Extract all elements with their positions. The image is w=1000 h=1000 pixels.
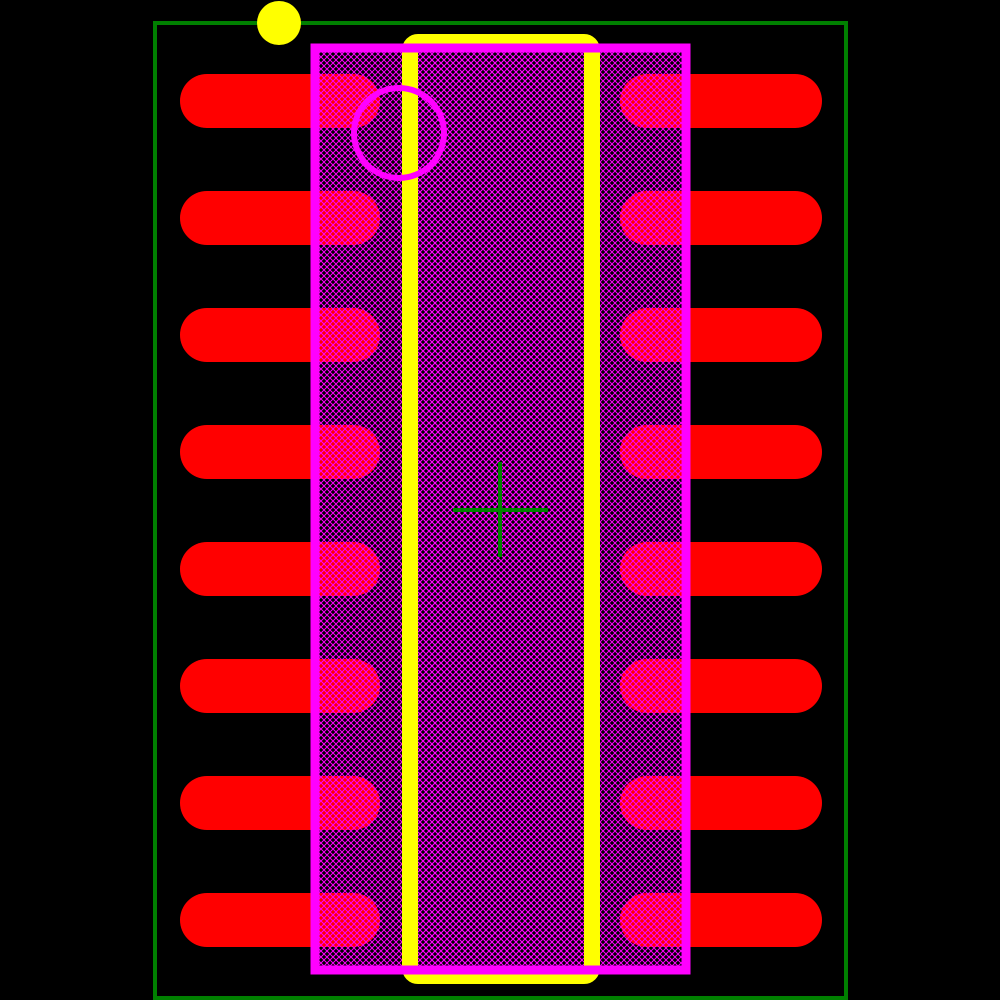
silkscreen-body-outline [402,34,600,984]
origin-cross-icon [453,462,548,557]
pin1-dot-icon [257,1,301,45]
fab-outline [310,43,691,975]
courtyard-outline [153,21,848,1000]
pin1-marker-circle-icon [351,85,447,181]
